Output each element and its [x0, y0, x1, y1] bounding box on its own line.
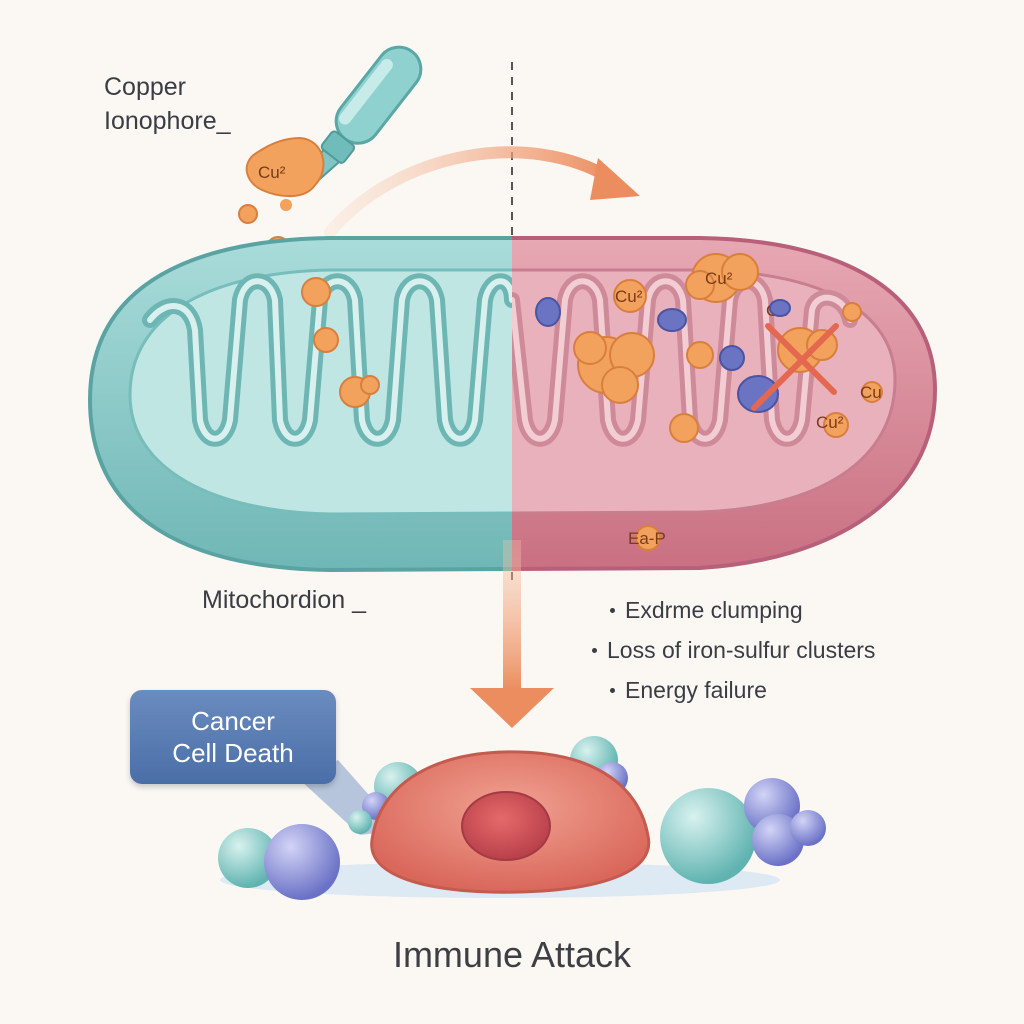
cell-nucleus [461, 791, 551, 861]
outer-molecule-label: Ea-P [628, 529, 666, 548]
bullet-icon [610, 687, 615, 693]
inner-cu-label-4: Cu² [816, 413, 844, 432]
immune-cells-front [218, 778, 826, 900]
mitochondrion [87, 236, 938, 573]
copper-particles-healthy [301, 277, 380, 408]
effect-text: Loss of iron-sulfur clusters [607, 637, 876, 663]
callout-line2: Cell Death [172, 738, 294, 768]
inner-cu-label-1: Cu² [615, 287, 643, 306]
inner-cu-label-5: Cu [860, 383, 882, 402]
mitochondrion-label: Mitochordion _ [202, 586, 366, 614]
effect-text: Exdrme clumping [625, 597, 803, 623]
inner-cu-label-2: Cu² [705, 269, 733, 288]
down-arrow [470, 540, 554, 728]
effect-text: Energy failure [625, 677, 767, 703]
effect-item: Energy failure [592, 670, 875, 710]
effects-list: Exdrme clumping Loss of iron-sulfur clus… [592, 590, 875, 710]
copper-ionophore-label: Copper Ionophore_ [104, 70, 231, 138]
copper-clumps-damaged: Cu² Cu² Cu Cu² Cu [535, 253, 883, 443]
healthy-half [87, 236, 512, 573]
curved-arrow [324, 146, 640, 238]
cross-mark-icon [751, 323, 839, 411]
bullet-icon [592, 647, 597, 653]
dropper-cu-label: Cu² [258, 163, 286, 182]
copper-ionophore-line2: Ionophore_ [104, 107, 231, 135]
effect-item: Loss of iron-sulfur clusters [592, 630, 875, 670]
effect-item: Exdrme clumping [592, 590, 875, 630]
bullet-icon [610, 607, 615, 613]
outer-molecule: Ea-P [628, 525, 666, 551]
callout-line1: Cancer [191, 706, 275, 736]
cancer-cell-death-callout: Cancer Cell Death [130, 690, 336, 784]
copper-ionophore-line1: Copper [104, 73, 186, 101]
immune-attack-label: Immune Attack [392, 934, 632, 975]
cancer-cell-scene [218, 736, 826, 900]
